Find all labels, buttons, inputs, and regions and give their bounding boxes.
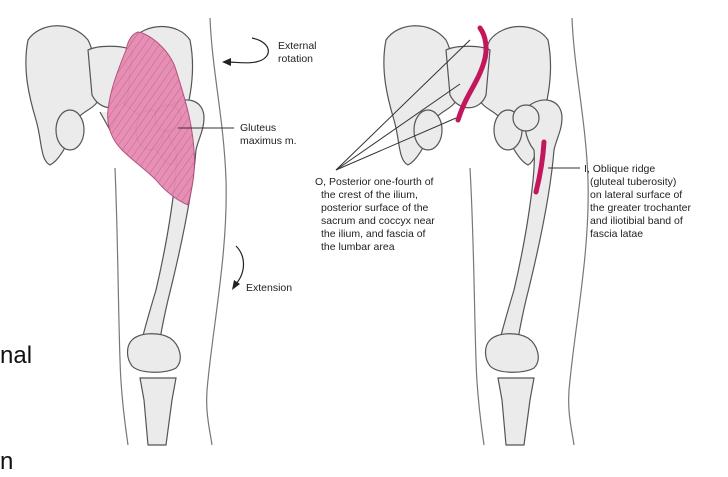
insertion-attachment-marker	[533, 139, 547, 195]
origin-label-line: the crest of the ilium,	[321, 189, 418, 201]
extension-arrowhead	[232, 280, 240, 290]
extension-arrow	[235, 245, 245, 285]
origin-label-line: posterior surface of the	[321, 202, 429, 214]
left-knee	[126, 333, 181, 446]
origin-label-line: the ilium, and fascia of	[321, 228, 426, 240]
slide-text-fragment-1: nal	[0, 342, 33, 369]
gluteus-maximus-muscle	[107, 31, 195, 206]
external-rotation-label-line: rotation	[278, 53, 314, 65]
gluteus-label-line: maximus m.	[240, 135, 297, 147]
insertion-label-line: (gluteal tuberosity)	[590, 176, 677, 188]
right-figure	[335, 17, 589, 446]
external-rotation-arrowhead	[222, 58, 231, 66]
origin-pointer-line-1	[335, 39, 471, 171]
right-body-outline	[568, 17, 589, 446]
origin-attachment-marker	[455, 25, 489, 123]
slide-text-fragment-2: n	[0, 448, 14, 475]
right-knee	[484, 333, 539, 446]
external-rotation-label-line: External	[278, 40, 317, 52]
external-rotation-label: External rotation	[278, 40, 317, 66]
extension-label-line: Extension	[246, 282, 293, 294]
left-inner-thigh-outline	[114, 167, 129, 446]
insertion-label-line: the greater trochanter	[590, 202, 691, 214]
external-rotation-arrow	[225, 37, 269, 64]
insertion-label-line: and iliotibial band of	[590, 215, 683, 227]
extension-label: Extension	[246, 282, 292, 295]
right-femur	[497, 99, 563, 351]
insertion-label-line: on lateral surface of	[590, 189, 683, 201]
origin-label-line: O, Posterior one-fourth of	[315, 176, 434, 188]
origin-pointer-line-2	[335, 83, 461, 171]
gluteus-maximus-label: Gluteus maximus m.	[240, 122, 297, 148]
insertion-label: I, Oblique ridge (gluteal tuberosity) on…	[584, 163, 691, 241]
insertion-label-line: fascia latae	[590, 228, 644, 240]
left-body-outline	[206, 17, 227, 446]
insertion-label-line: I, Oblique ridge	[584, 163, 656, 175]
gluteus-label-line: Gluteus	[240, 122, 277, 134]
origin-label-line: sacrum and coccyx near	[321, 215, 435, 227]
origin-label: O, Posterior one-fourth of the crest of …	[315, 176, 435, 254]
right-inner-thigh-outline	[469, 167, 485, 446]
left-figure	[25, 17, 269, 446]
origin-pointer-line-3	[335, 117, 457, 171]
origin-label-line: the lumbar area	[321, 241, 395, 253]
